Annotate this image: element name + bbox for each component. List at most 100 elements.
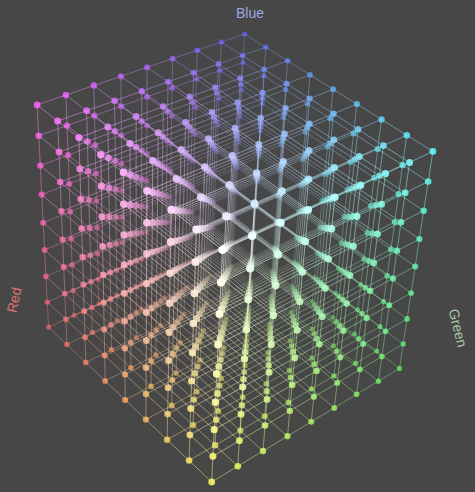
grid-line bbox=[360, 357, 382, 370]
grid-line bbox=[240, 69, 264, 78]
grid-line bbox=[259, 148, 282, 164]
grid-line bbox=[104, 330, 106, 356]
grid-line bbox=[212, 102, 238, 112]
grid-line bbox=[64, 255, 91, 267]
grid-line bbox=[264, 61, 287, 70]
grid-line bbox=[328, 172, 352, 188]
grid-line bbox=[67, 345, 86, 363]
grid-line bbox=[193, 373, 195, 399]
grid-line bbox=[145, 394, 146, 420]
grid-line bbox=[238, 451, 263, 466]
grid-line bbox=[110, 299, 111, 325]
grid-line bbox=[378, 357, 382, 382]
grid-line bbox=[40, 166, 41, 195]
grid-line bbox=[39, 126, 67, 136]
grid-line bbox=[239, 99, 263, 108]
grid-line bbox=[171, 380, 173, 405]
grid-line bbox=[146, 368, 147, 394]
grid-line bbox=[293, 352, 317, 371]
grid-line bbox=[130, 317, 131, 343]
grid-line bbox=[312, 334, 314, 359]
grid-line bbox=[319, 312, 343, 331]
grid-line bbox=[105, 381, 125, 400]
grid-line bbox=[47, 302, 48, 327]
grid-line bbox=[310, 89, 333, 98]
grid-line bbox=[86, 363, 105, 381]
grid-line bbox=[377, 327, 380, 351]
grid-line bbox=[374, 251, 397, 263]
grid-line bbox=[193, 400, 195, 426]
grid-line bbox=[67, 116, 95, 126]
grid-line bbox=[131, 343, 151, 361]
grid-line bbox=[111, 325, 131, 343]
grid-line bbox=[46, 276, 47, 302]
grid-line bbox=[253, 233, 275, 250]
grid-line bbox=[231, 206, 256, 217]
grid-line bbox=[172, 59, 174, 88]
grid-line bbox=[403, 165, 429, 182]
grid-line bbox=[269, 365, 293, 385]
grid-line bbox=[84, 311, 86, 337]
grid-line bbox=[270, 321, 294, 334]
grid-line bbox=[115, 131, 116, 161]
grid-line bbox=[42, 195, 62, 212]
grid-line bbox=[254, 222, 277, 233]
grid-line bbox=[61, 211, 62, 239]
grid-line bbox=[263, 426, 265, 451]
grid-line bbox=[121, 97, 147, 106]
grid-line bbox=[403, 319, 407, 344]
grid-line bbox=[147, 59, 173, 68]
grid-line bbox=[400, 344, 404, 368]
grid-line bbox=[288, 61, 310, 75]
grid-line bbox=[386, 319, 408, 331]
grid-line bbox=[262, 90, 285, 99]
grid-line bbox=[151, 335, 152, 361]
grid-line bbox=[331, 134, 354, 144]
grid-line bbox=[142, 233, 162, 249]
grid-line bbox=[333, 89, 357, 104]
grid-line bbox=[328, 199, 352, 216]
grid-line bbox=[189, 117, 214, 127]
grid-line bbox=[378, 368, 399, 381]
grid-line bbox=[232, 177, 257, 188]
grid-line bbox=[343, 273, 346, 300]
grid-line bbox=[109, 245, 110, 272]
grid-line bbox=[337, 339, 359, 352]
grid-line bbox=[94, 76, 121, 85]
grid-line bbox=[238, 102, 261, 118]
grid-line bbox=[121, 67, 147, 76]
grid-line bbox=[267, 378, 291, 392]
grid-line bbox=[399, 194, 424, 211]
grid-line bbox=[155, 330, 156, 355]
grid-line bbox=[347, 291, 371, 304]
grid-line bbox=[334, 383, 337, 408]
grid-line bbox=[238, 93, 263, 103]
grid-line bbox=[131, 317, 152, 335]
grid-line bbox=[263, 93, 286, 108]
grid-line bbox=[218, 386, 219, 411]
grid-line bbox=[131, 263, 152, 281]
grid-line bbox=[395, 222, 420, 239]
grid-line bbox=[65, 294, 66, 320]
grid-line bbox=[256, 207, 276, 222]
grid-line bbox=[104, 356, 106, 381]
grid-line bbox=[141, 91, 142, 121]
grid-line bbox=[71, 239, 73, 265]
grid-line bbox=[49, 327, 67, 344]
grid-line bbox=[142, 82, 168, 91]
grid-line bbox=[343, 288, 366, 300]
grid-line bbox=[121, 135, 122, 163]
grid-line bbox=[89, 228, 91, 255]
grid-line bbox=[104, 330, 125, 349]
grid-line bbox=[63, 240, 83, 257]
grid-line bbox=[93, 86, 95, 116]
grid-line bbox=[40, 155, 68, 166]
grid-line bbox=[259, 151, 281, 167]
grid-line bbox=[197, 71, 221, 80]
grid-line bbox=[73, 291, 75, 316]
grid-line bbox=[393, 266, 415, 278]
grid-line bbox=[39, 136, 41, 166]
grid-line bbox=[122, 154, 147, 164]
grid-line bbox=[64, 267, 65, 294]
